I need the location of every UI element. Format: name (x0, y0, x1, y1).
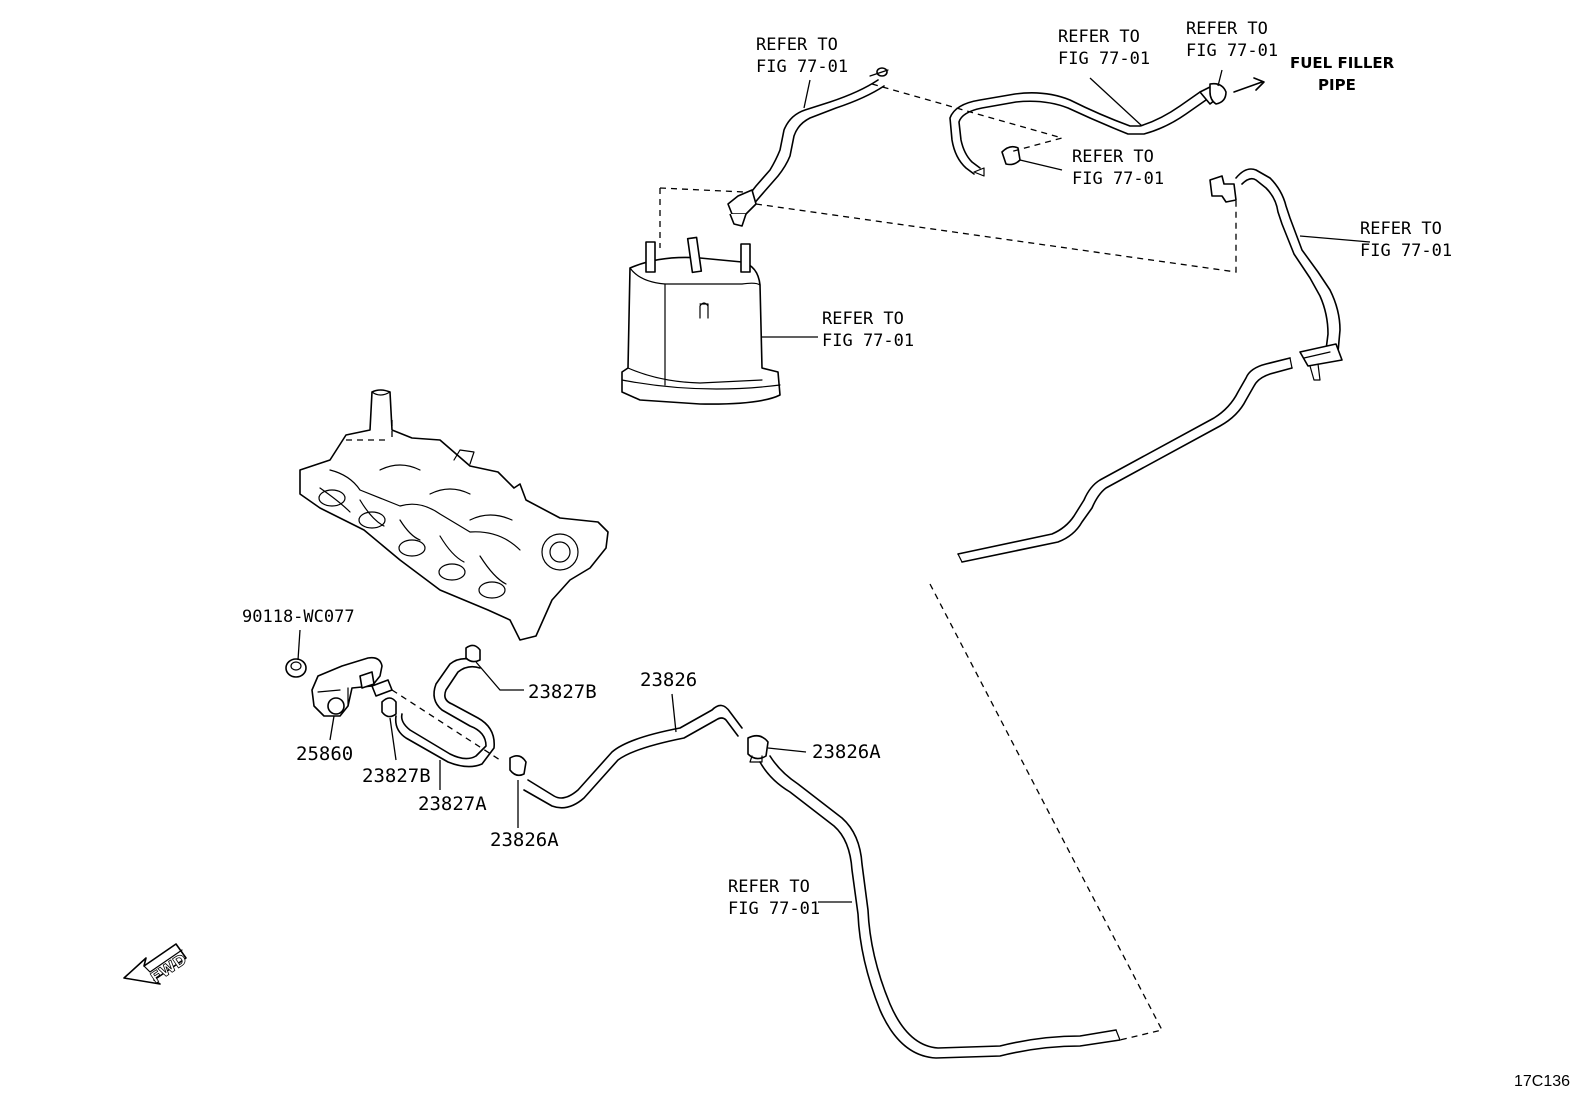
refer-to-text: REFER TO (822, 309, 904, 329)
fig-ref-text: FIG 77-01 (728, 899, 820, 919)
fwd-arrow-icon: FWD (123, 943, 190, 987)
fig-ref-text: FIG 77-01 (822, 331, 914, 351)
part-number-23827A[interactable]: 23827A (418, 793, 487, 815)
refer-to-text: REFER TO (728, 877, 810, 897)
callout-refer-clip: REFER TO FIG 77-01 (1072, 147, 1164, 189)
clip-23826A-upper[interactable] (747, 734, 769, 763)
callout-fuel-filler-pipe: FUEL FILLER PIPE (1290, 54, 1395, 94)
fig-ref-text: FIG 77-01 (1360, 241, 1452, 261)
fig-ref-text: FIG 77-01 (1186, 41, 1278, 61)
clip-23827B-upper[interactable] (465, 644, 481, 663)
callout-refer-lower-hose: REFER TO FIG 77-01 (728, 877, 820, 919)
fig-ref-text: FIG 77-01 (756, 57, 848, 77)
clip-23826A-lower[interactable] (509, 754, 527, 777)
long-vent-pipe[interactable] (957, 357, 1293, 563)
refer-to-text: REFER TO (756, 35, 838, 55)
intake-manifold (299, 389, 609, 641)
callout-refer-right-hose: REFER TO FIG 77-01 (1360, 219, 1452, 261)
part-number-23826A-lower[interactable]: 23826A (490, 829, 559, 851)
callout-refer-canister: REFER TO FIG 77-01 (822, 309, 914, 351)
fuel-filler-text: FUEL FILLER (1290, 54, 1395, 72)
pipe-text: PIPE (1318, 76, 1356, 94)
refer-to-text: REFER TO (1360, 219, 1442, 239)
charcoal-canister[interactable] (621, 236, 781, 405)
fig-ref-text: FIG 77-01 (1058, 49, 1150, 69)
clip-23827B-lower[interactable] (381, 697, 397, 718)
part-number-23827B-lower[interactable]: 23827B (362, 765, 431, 787)
hose-23826[interactable] (523, 704, 743, 809)
fig-ref-text: FIG 77-01 (1072, 169, 1164, 189)
lower-left-hose-23827A[interactable] (394, 657, 495, 768)
right-vent-hose[interactable] (1209, 168, 1343, 381)
grommet-90118-WC077[interactable] (285, 658, 307, 678)
refer-to-text: REFER TO (1072, 147, 1154, 167)
refer-to-text: REFER TO (1186, 19, 1268, 39)
part-number-23827B-upper[interactable]: 23827B (528, 681, 597, 703)
part-number-25860[interactable]: 25860 (296, 743, 353, 765)
callout-refer-top-middle: REFER TO FIG 77-01 (1058, 27, 1150, 69)
vsv-valve-25860[interactable] (311, 656, 393, 717)
leader-lines (297, 69, 1371, 903)
part-number-90118-WC077[interactable]: 90118-WC077 (242, 607, 355, 627)
part-number-23826[interactable]: 23826 (640, 669, 697, 691)
callout-refer-top-right: REFER TO FIG 77-01 (1186, 19, 1278, 61)
callout-refer-top-left: REFER TO FIG 77-01 (756, 35, 848, 77)
refer-to-text: REFER TO (1058, 27, 1140, 47)
lower-vent-hose[interactable] (759, 755, 1121, 1059)
reference-lines (391, 83, 1237, 1041)
part-number-23826A-upper[interactable]: 23826A (812, 741, 881, 763)
figure-id: 17C136 (1514, 1073, 1570, 1090)
canister-purge-hose[interactable] (727, 67, 889, 227)
